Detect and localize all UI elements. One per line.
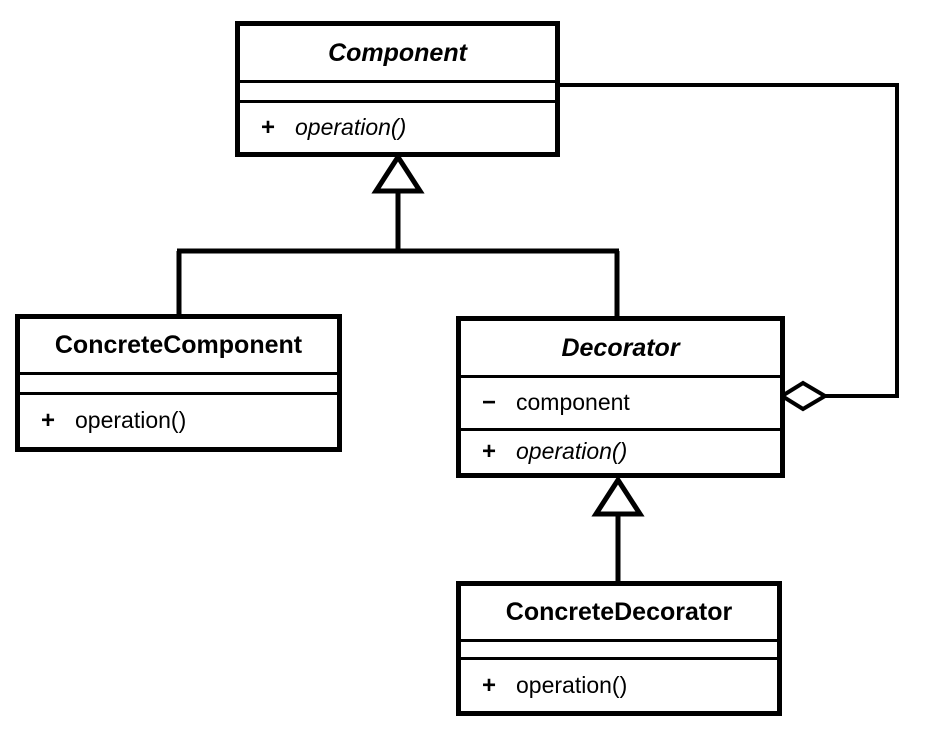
operation-row: + operation() [41, 407, 186, 435]
hollow-triangle-arrowhead [371, 152, 425, 194]
class-box-concrete-component[interactable]: ConcreteComponent + operation() [15, 314, 342, 452]
operation-label: operation() [295, 113, 407, 140]
operation-row: + operation() [482, 438, 627, 466]
class-name-concrete-component: ConcreteComponent [54, 331, 303, 359]
hollow-triangle-arrowhead [591, 475, 645, 517]
attribute-label: component [516, 389, 630, 415]
class-name-compartment: ConcreteComponent [20, 319, 337, 372]
class-box-decorator[interactable]: Decorator − component + operation() [456, 316, 785, 478]
generalization-to-decorator [591, 475, 645, 583]
class-name-compartment: Component [240, 26, 555, 80]
operation-row: + operation() [261, 114, 406, 142]
class-name-compartment: Decorator [461, 321, 780, 375]
visibility-marker: + [41, 407, 56, 434]
aggregation-decorator-component [560, 83, 899, 412]
class-attributes-compartment [461, 639, 777, 657]
hollow-diamond-arrowhead [778, 380, 829, 412]
visibility-marker: + [482, 438, 497, 465]
class-operations-compartment: + operation() [461, 657, 777, 711]
visibility-marker: − [482, 389, 497, 416]
class-name-concrete-decorator: ConcreteDecorator [505, 598, 733, 626]
class-name-component: Component [328, 38, 467, 67]
visibility-marker: + [482, 671, 497, 699]
class-box-concrete-decorator[interactable]: ConcreteDecorator + operation() [456, 581, 782, 716]
class-attributes-compartment [20, 372, 337, 392]
class-attributes-compartment: − component [461, 375, 780, 428]
class-operations-compartment: + operation() [461, 428, 780, 473]
operation-label: operation() [516, 438, 628, 464]
operation-row: + operation() [482, 672, 627, 700]
class-operations-compartment: + operation() [240, 100, 555, 152]
attribute-row: − component [482, 389, 630, 417]
class-operations-compartment: + operation() [20, 392, 337, 447]
operation-label: operation() [75, 407, 187, 433]
visibility-marker: + [261, 113, 276, 141]
generalization-to-component [176, 152, 620, 318]
class-name-decorator: Decorator [561, 333, 680, 362]
class-name-compartment: ConcreteDecorator [461, 586, 777, 639]
operation-label: operation() [516, 671, 628, 698]
class-box-component[interactable]: Component + operation() [235, 21, 560, 157]
class-attributes-compartment [240, 80, 555, 100]
